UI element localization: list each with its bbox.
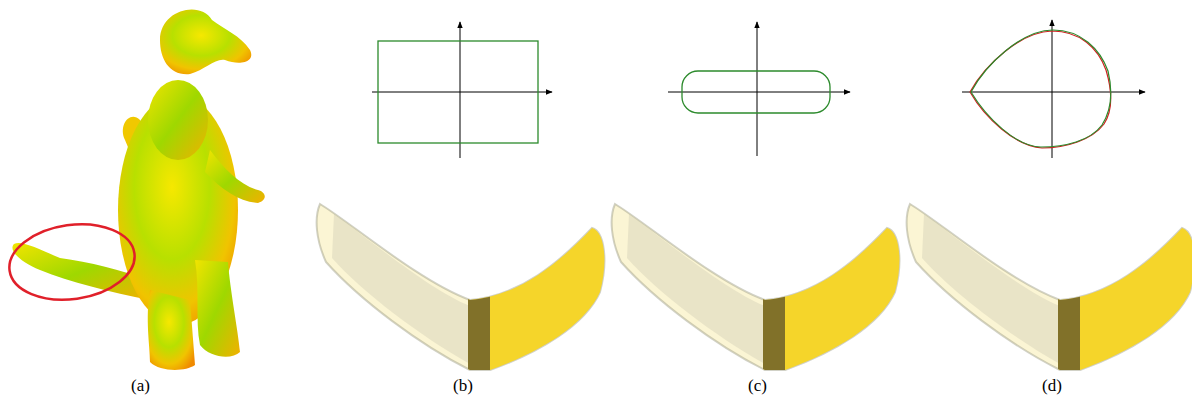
dinosaur	[4, 10, 264, 370]
cross-section-plot	[668, 22, 850, 156]
cross-section-plot	[962, 20, 1145, 158]
tail-segment	[907, 204, 1192, 370]
panel-label: (a)	[131, 376, 150, 396]
tail-segment	[612, 204, 900, 370]
panel-label: (b)	[453, 376, 473, 396]
panel-label: (c)	[748, 376, 767, 396]
cross-section-plot	[372, 22, 552, 158]
panel-label: (d)	[1042, 376, 1062, 396]
tail-segment	[317, 204, 605, 370]
